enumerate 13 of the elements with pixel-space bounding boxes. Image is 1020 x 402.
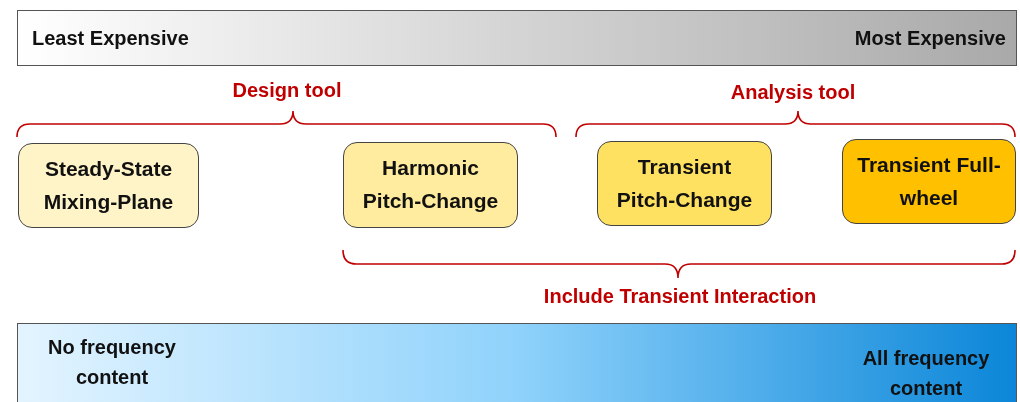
bracket-label: Analysis tool xyxy=(730,81,856,104)
method-box: Transient Pitch-Change xyxy=(597,141,772,226)
band-label: Least Expensive xyxy=(32,26,189,50)
gradient-band xyxy=(17,323,1017,402)
band-label: Most Expensive xyxy=(854,26,1006,50)
band-label: No frequency content xyxy=(47,335,177,390)
method-box: Harmonic Pitch-Change xyxy=(343,142,518,228)
method-box: Transient Full-wheel xyxy=(842,139,1016,224)
bracket-label: Include Transient Interaction xyxy=(543,285,817,308)
method-box: Steady-State Mixing-Plane xyxy=(18,143,199,228)
band-label: All frequency content xyxy=(861,346,991,401)
bracket-label: Design tool xyxy=(232,79,342,102)
gradient-band xyxy=(17,10,1017,66)
